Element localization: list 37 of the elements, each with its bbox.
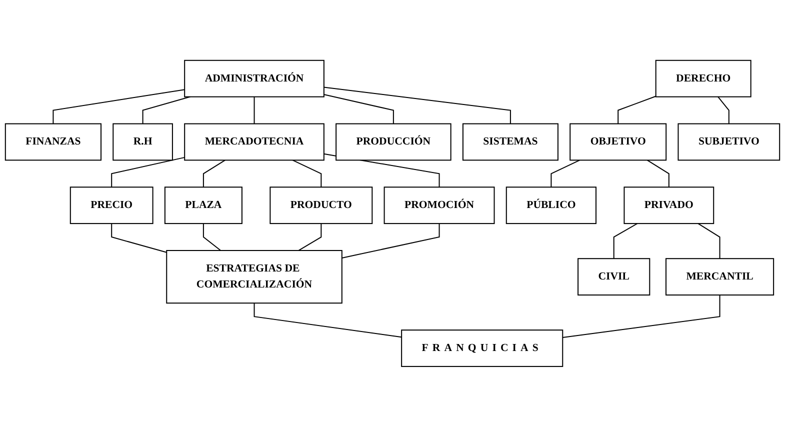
node-box: ESTRATEGIAS DE COMERCIALIZACIÓN [166, 250, 342, 304]
node-box: SUBJETIVO [678, 122, 780, 160]
connector [550, 159, 580, 187]
connector [254, 96, 255, 124]
node-box: PLAZA [164, 186, 242, 224]
node-box: PROMOCIÓN [384, 186, 495, 224]
connector [52, 88, 185, 124]
node-box: DERECHO [655, 59, 752, 97]
connector [202, 159, 226, 187]
node-box: CIVIL [578, 258, 650, 296]
node-box: SISTEMAS [462, 122, 558, 160]
node-box: MERCANTIL [665, 258, 774, 296]
connector [324, 94, 394, 124]
node-box: PRECIO [70, 186, 154, 224]
connector [324, 86, 511, 124]
node-box: PRODUCTO [270, 186, 373, 224]
connector [298, 223, 322, 250]
connector [718, 96, 730, 124]
connector [111, 156, 185, 187]
connector [292, 159, 322, 187]
node-box: FRANQUICIAS [401, 329, 564, 367]
connector [111, 223, 167, 252]
connector [342, 223, 440, 258]
node-box: ADMINISTRACIÓN [184, 59, 324, 97]
node-box: R.H [112, 122, 173, 160]
connector [562, 294, 720, 338]
connector [618, 95, 656, 124]
node-box: PRODUCCIÓN [336, 122, 452, 160]
node-box: FINANZAS [4, 122, 102, 160]
node-box: PRIVADO [624, 186, 714, 224]
connector [202, 223, 221, 250]
connector [647, 159, 670, 187]
node-box: PÚBLICO [506, 186, 596, 224]
connector [142, 96, 190, 124]
node-box: OBJETIVO [570, 122, 667, 160]
connector [254, 302, 402, 338]
node-box: MERCADOTECNIA [184, 122, 324, 160]
